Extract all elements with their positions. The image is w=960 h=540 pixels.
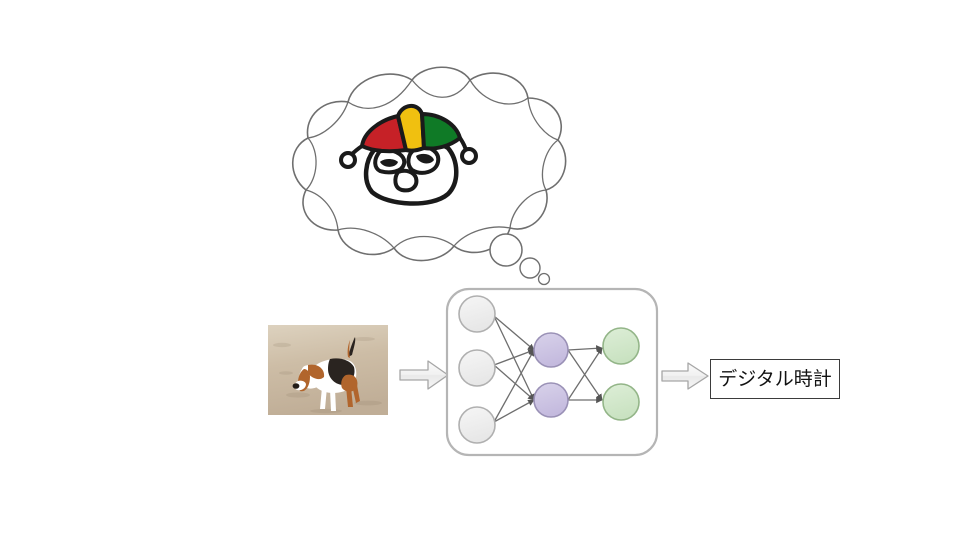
input-node [458,349,496,387]
output-label-box: デジタル時計 [710,359,840,399]
input-node [458,406,496,444]
output-node [602,327,640,365]
neural-network [444,286,660,458]
arrow-input-shape [399,360,449,390]
output-label-text: デジタル時計 [718,367,832,390]
network-container [445,287,659,457]
neural-network-diagram [445,287,659,457]
hidden-node [533,332,569,368]
pompom-left-icon [339,151,357,169]
network-edges-input-hidden [493,315,535,423]
output-node [602,383,640,421]
dog-photo-image [268,325,388,415]
input-node [458,295,496,333]
arrow-output-shape [661,362,709,390]
jester-head [363,138,459,206]
pompom-right-icon [460,147,478,165]
trail-bubble-small [537,272,551,286]
trail-bubble-medium [519,257,541,279]
jester-hat [339,104,478,169]
network-edges-hidden-output [567,345,603,404]
thought-trail-bubbles [489,233,551,286]
hidden-layer [533,332,569,418]
jester-face-drawing [339,104,478,206]
input-layer [458,295,496,444]
arrow-output [660,360,710,392]
hidden-node [533,382,569,418]
trail-bubble-large [489,233,523,267]
dog-photo [268,325,388,415]
output-layer [602,327,640,421]
arrow-input [398,358,450,392]
jester-face-icon [336,98,486,213]
thought-trail [480,228,570,298]
